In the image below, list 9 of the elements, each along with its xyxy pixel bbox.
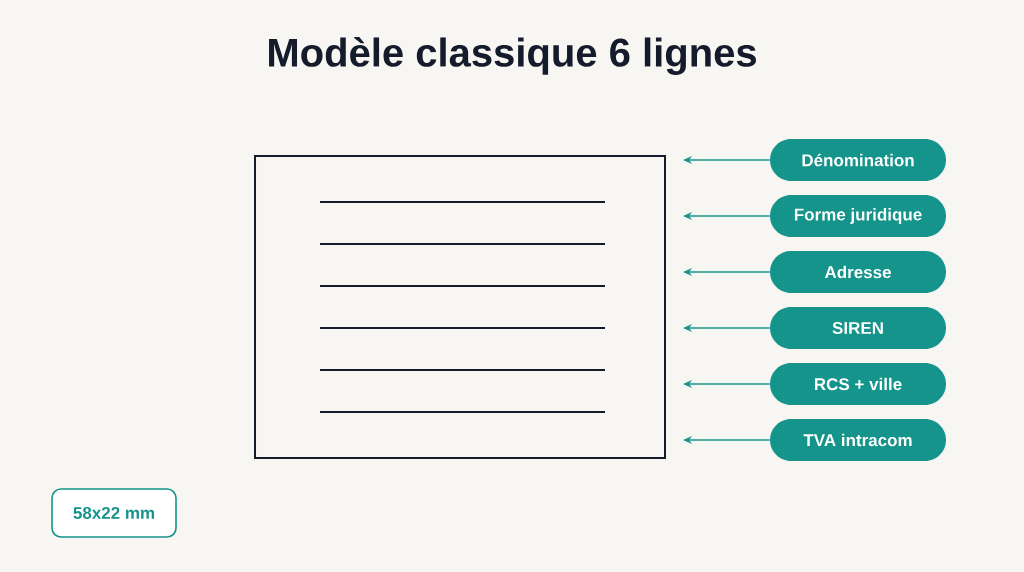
field-label-pill: TVA intracom bbox=[770, 419, 946, 461]
label-frame bbox=[254, 155, 666, 459]
field-label-pill: RCS + ville bbox=[770, 363, 946, 405]
title: Modèle classique 6 lignes bbox=[269, 37, 756, 75]
field-label-pill: SIREN bbox=[770, 307, 946, 349]
field-label-pill: Adresse bbox=[770, 251, 946, 293]
field-label-pill: Forme juridique bbox=[770, 195, 946, 237]
size-badge: 58x22 mm bbox=[51, 488, 177, 538]
field-label-pill: Dénomination bbox=[770, 139, 946, 181]
